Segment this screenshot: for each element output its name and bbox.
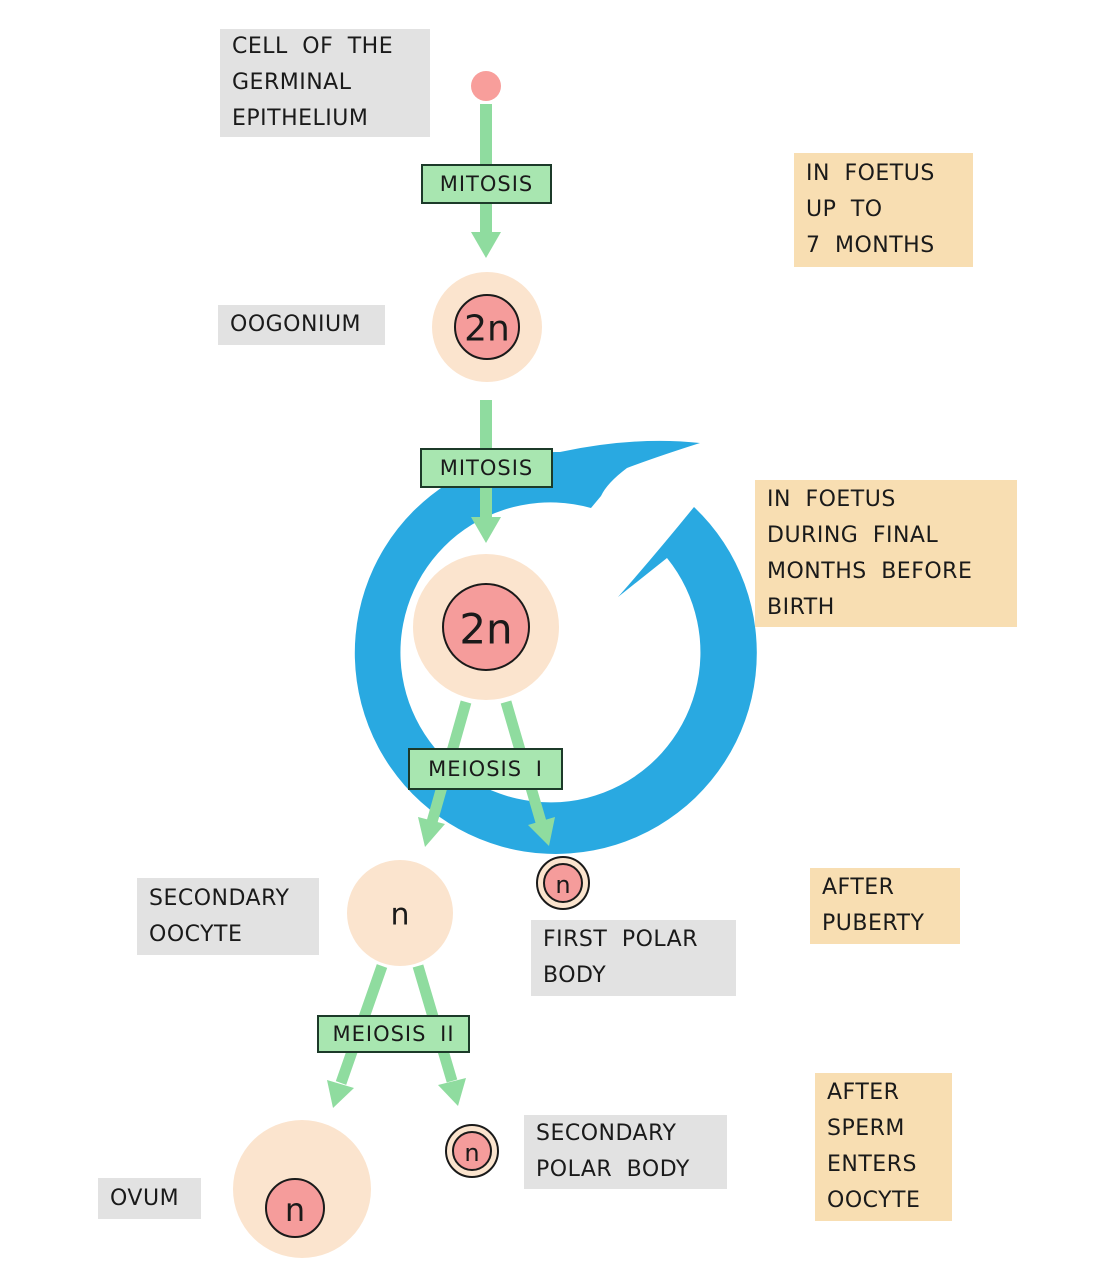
arrow-head (327, 1080, 354, 1108)
meiosis-2-box: MEIOSIS II (317, 1015, 470, 1053)
note-in-foetus-final-months: IN FOETUS DURING FINAL MONTHS BEFORE BIR… (755, 480, 1017, 627)
oogonium-ploidy: 2n (464, 309, 510, 350)
cell-nucleus (452, 1131, 492, 1171)
first-polar-body-ploidy: n (555, 871, 570, 899)
arrow-head (438, 1078, 466, 1106)
mitosis-1-box: MITOSIS (421, 164, 552, 204)
cell-cytoplasm (347, 860, 453, 966)
arrow-head (471, 232, 501, 258)
note-in-foetus-7-months: IN FOETUS UP TO 7 MONTHS (794, 153, 973, 267)
arrow-head (471, 517, 501, 543)
note-after-sperm-enters-oocyte: AFTER SPERM ENTERS OOCYTE (815, 1073, 952, 1221)
secondary-oocyte-label: SECONDARY OOCYTE (137, 878, 319, 955)
first-polar-body-label: FIRST POLAR BODY (531, 920, 736, 996)
oogonium-cell: 2n (432, 272, 542, 382)
cell-nucleus (454, 294, 520, 360)
arrow-head (418, 817, 445, 847)
cell-nucleus (265, 1178, 325, 1238)
ovum-ploidy: n (285, 1191, 305, 1229)
mitosis-2-box: MITOSIS (420, 448, 553, 488)
ovum-cell: n (233, 1120, 371, 1258)
secondary-oocyte-cell: n (347, 860, 453, 966)
cell-nucleus (442, 583, 530, 671)
note-after-puberty: AFTER PUBERTY (810, 868, 960, 944)
germinal-epithelium-label: CELL OF THE GERMINAL EPITHELIUM (220, 29, 430, 137)
oogonium-label: OOGONIUM (218, 305, 385, 345)
secondary-polar-body-cell: n (445, 1124, 499, 1178)
secondary-polar-body-label: SECONDARY POLAR BODY (524, 1115, 727, 1189)
primary-oocyte-ploidy: 2n (459, 605, 512, 654)
cell-nucleus (543, 863, 583, 903)
meiosis-1-box: MEIOSIS I (408, 748, 563, 790)
secondary-polar-body-ploidy: n (464, 1139, 479, 1167)
primary-oocyte-cell: 2n (413, 554, 559, 700)
germinal-epithelium-cell (471, 71, 501, 101)
arrow-head (528, 817, 555, 846)
ovum-label: OVUM (98, 1178, 201, 1219)
first-polar-body-cell: n (536, 856, 590, 910)
secondary-oocyte-ploidy: n (390, 898, 409, 933)
